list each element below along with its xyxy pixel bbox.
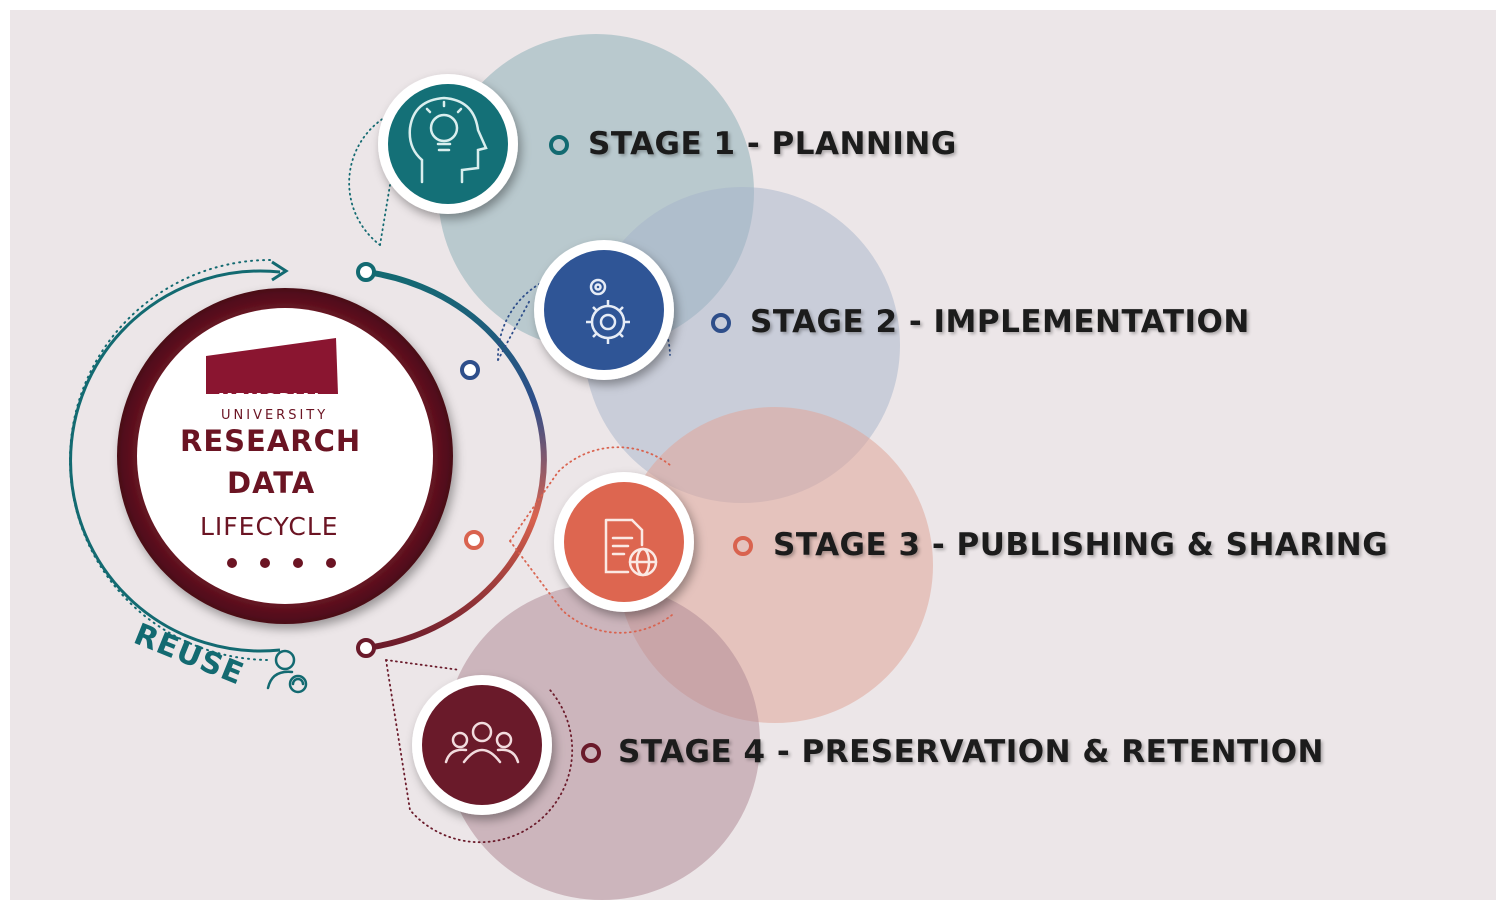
stage3-bullet <box>733 536 753 556</box>
stage4-pin <box>385 659 574 844</box>
stage4-bullet <box>581 743 601 763</box>
stage2-label: STAGE 2 - IMPLEMENTATION <box>750 304 1250 340</box>
reuse-dotted-arc <box>69 259 271 661</box>
stage2-pin <box>497 240 674 380</box>
hub-title-research: RESEARCH <box>180 424 362 458</box>
hub-dot-2 <box>260 558 270 568</box>
university-text: UNIVERSITY <box>221 408 329 423</box>
connector-node-3 <box>464 530 484 550</box>
hub-dot-4 <box>326 558 336 568</box>
gears-icon <box>586 278 630 344</box>
stage1-pin <box>348 74 518 246</box>
hub-subtitle: LIFECYCLE <box>200 512 339 541</box>
connector-node-4 <box>356 638 376 658</box>
reuse-label: REUSE <box>129 617 249 693</box>
reuse-arrow-head <box>271 260 289 282</box>
user-refresh-icon <box>266 649 308 694</box>
lifecycle-diagram: REUSE <box>69 34 933 900</box>
hub-dot-3 <box>293 558 303 568</box>
lightbulb-head-icon <box>408 96 488 184</box>
stage3-label: STAGE 3 - PUBLISHING & SHARING <box>773 527 1389 563</box>
document-globe-icon <box>604 518 658 577</box>
hub <box>117 288 453 624</box>
connector-node-2 <box>460 360 480 380</box>
memorial-logo-banner <box>206 338 338 394</box>
stage4-label: STAGE 4 - PRESERVATION & RETENTION <box>618 734 1324 770</box>
diagram-panel: REUSE MEMORIAL UNIVERSITY RESEARCH DATA … <box>10 10 1496 900</box>
hub-dot-1 <box>227 558 237 568</box>
connector-arc <box>363 269 547 651</box>
people-group-icon <box>444 721 520 764</box>
reuse-arrow-arc <box>69 269 281 653</box>
bg-circle-stage4 <box>444 584 760 900</box>
hub-title-data: DATA <box>227 466 316 500</box>
stage2-bullet <box>711 313 731 333</box>
stage3-pin <box>509 446 694 634</box>
memorial-logo-text: MEMORIAL <box>218 390 326 408</box>
connector-node-1 <box>356 262 376 282</box>
stage1-bullet <box>549 135 569 155</box>
stage1-label: STAGE 1 - PLANNING <box>588 126 957 162</box>
